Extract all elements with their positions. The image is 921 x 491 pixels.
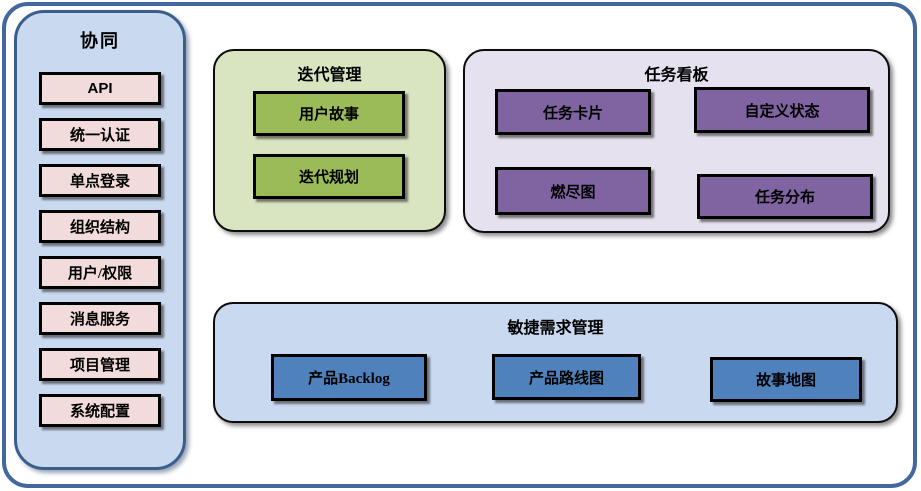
item-story-map: 故事地图: [710, 357, 862, 402]
item-product-backlog: 产品Backlog: [271, 354, 427, 401]
sidebar-item-list: API 统一认证 单点登录 组织结构 用户/权限 消息服务 项目管理 系统配置: [39, 72, 161, 427]
item-burndown-chart: 燃尽图: [495, 167, 651, 215]
group-iteration-management: 迭代管理 用户故事 迭代规划: [213, 49, 446, 232]
item-user-story: 用户故事: [253, 91, 405, 136]
sidebar-item-user-permissions: 用户/权限: [39, 256, 161, 289]
item-custom-status: 自定义状态: [694, 87, 870, 133]
group-task-board: 任务看板 任务卡片 自定义状态 燃尽图 任务分布: [463, 49, 890, 233]
group-agile-requirements: 敏捷需求管理 产品Backlog 产品路线图 故事地图: [213, 302, 898, 423]
item-task-distribution: 任务分布: [697, 174, 873, 219]
sidebar-item-unified-auth: 统一认证: [39, 118, 161, 151]
sidebar-title: 协同: [80, 31, 120, 51]
group-iteration-title: 迭代管理: [297, 67, 362, 84]
group-agile-title: 敏捷需求管理: [507, 320, 604, 337]
sidebar-item-message-service: 消息服务: [39, 302, 161, 335]
sidebar-item-api: API: [39, 72, 161, 105]
sidebar-item-system-config: 系统配置: [39, 394, 161, 427]
sidebar-collaboration: 协同 API 统一认证 单点登录 组织结构 用户/权限 消息服务 项目管理 系统…: [14, 10, 186, 470]
item-product-roadmap: 产品路线图: [492, 354, 641, 400]
sidebar-item-single-sign-on: 单点登录: [39, 164, 161, 197]
sidebar-item-org-structure: 组织结构: [39, 210, 161, 243]
item-task-card: 任务卡片: [495, 89, 651, 135]
group-taskboard-title: 任务看板: [644, 67, 709, 84]
sidebar-item-project-management: 项目管理: [39, 348, 161, 381]
item-iteration-planning: 迭代规划: [253, 154, 405, 199]
